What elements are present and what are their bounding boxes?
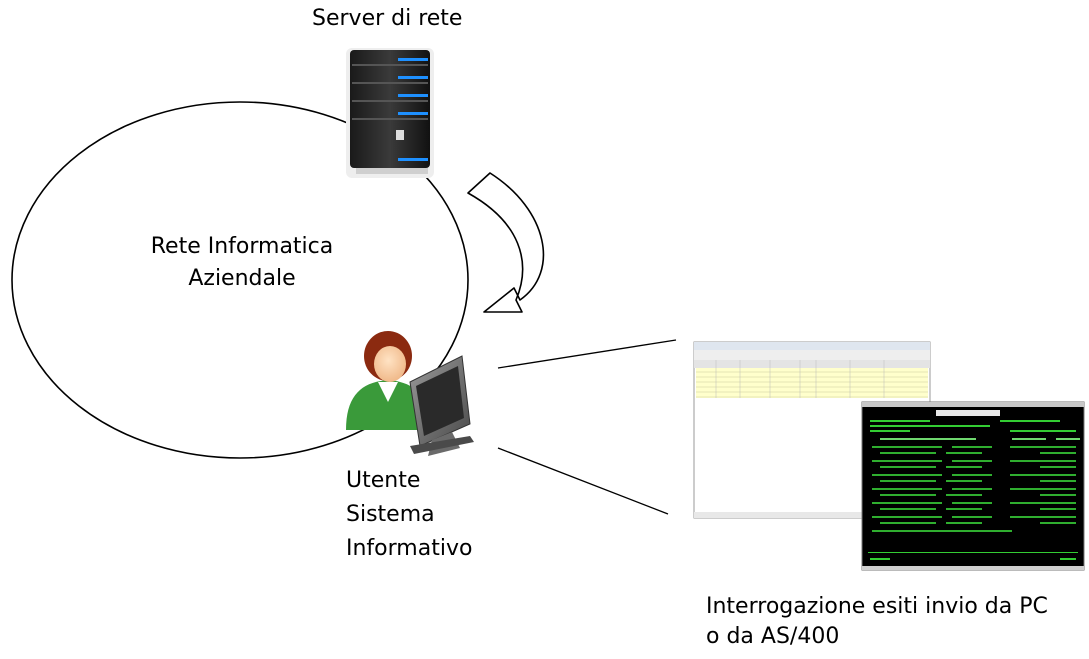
network-label-line-1: Rete Informatica [150,234,334,259]
user-label-line-1: Utente [346,468,421,493]
network-circle [11,101,469,459]
connector-line-top [497,339,677,369]
caption-line-2: o da AS/400 [706,624,840,649]
user-at-computer-icon [346,331,474,456]
user-label-line-3: Informativo [346,536,473,561]
caption-line-1: Interrogazione esiti invio da PC [706,594,1048,619]
user-label-line-2: Sistema [346,502,435,527]
connector-line-bottom [497,447,669,515]
as400-terminal-screenshot [861,401,1085,571]
server-label: Server di rete [312,6,463,31]
curved-arrow-down-icon [467,172,545,313]
server-tower-icon [346,48,434,178]
network-label-line-2: Aziendale [188,266,296,291]
pc-application-screenshot [693,341,931,519]
